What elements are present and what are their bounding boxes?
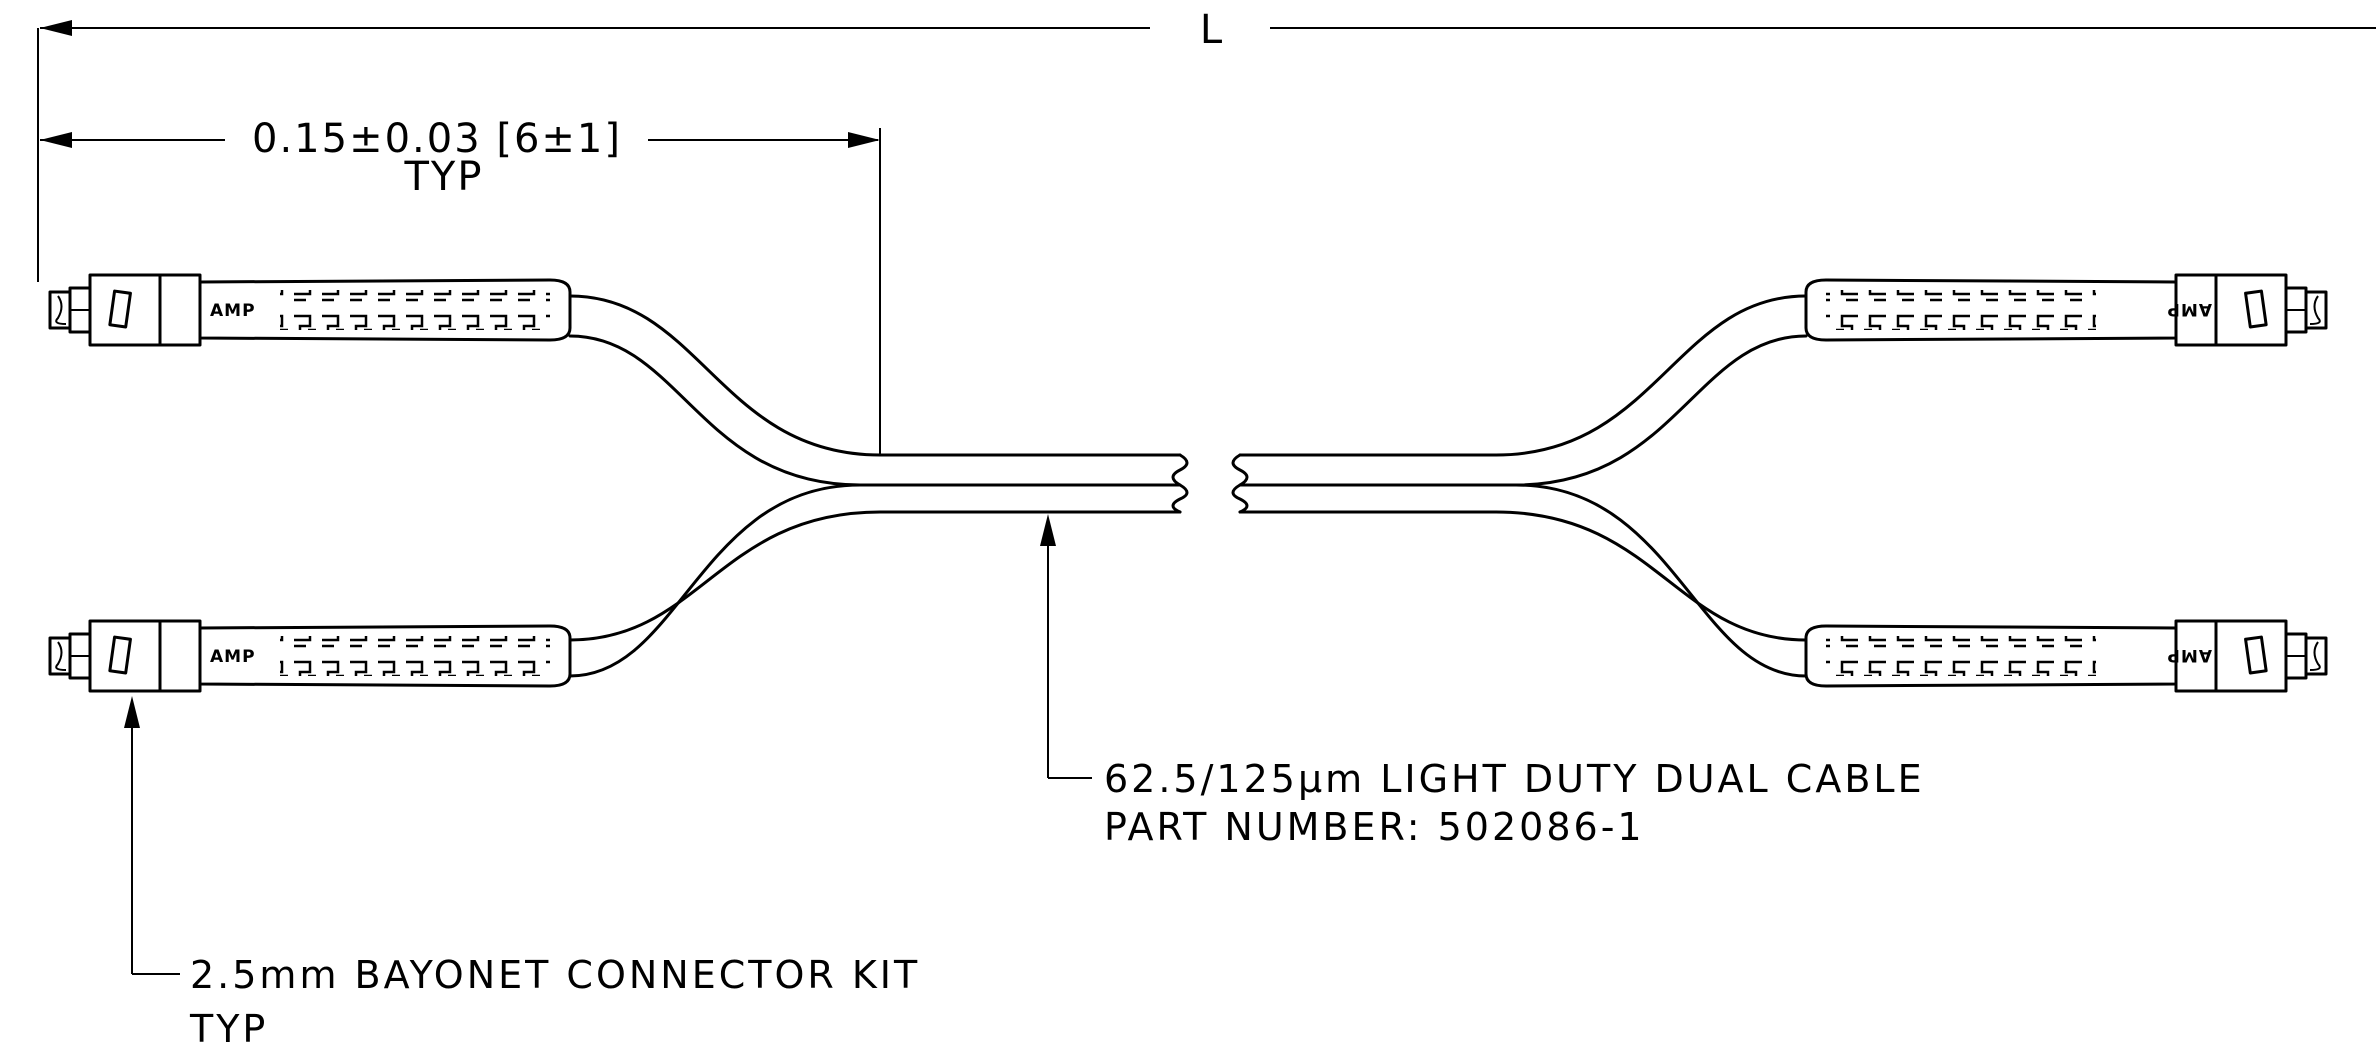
cable-right bbox=[1231, 294, 1808, 678]
connector-callout-line1: 2.5mm BAYONET CONNECTOR KIT bbox=[190, 953, 920, 997]
connector-callout-line2: TYP bbox=[189, 1007, 268, 1048]
breakout-dimension bbox=[40, 128, 881, 455]
connector-top-right: AMP bbox=[1804, 273, 2328, 347]
connector-bottom-left: AMP bbox=[48, 619, 572, 693]
brand-label: AMP bbox=[2166, 645, 2212, 665]
breakout-typ-label: TYP bbox=[404, 154, 484, 200]
cable-callout-line2: PART NUMBER: 502086-1 bbox=[1104, 805, 1645, 849]
brand-label: AMP bbox=[210, 301, 256, 321]
connector-bottom-right: AMP bbox=[1804, 619, 2328, 693]
cable-left bbox=[568, 294, 1189, 678]
connector-callout-leader bbox=[124, 696, 180, 975]
overall-length-label: L bbox=[1200, 7, 1224, 53]
overall-dimension bbox=[37, 20, 2376, 282]
breakout-length-label: 0.15±0.03 [6±1] bbox=[252, 116, 622, 162]
connector-top-left: AMP bbox=[48, 273, 572, 347]
cable-callout-line1: 62.5/125μm LIGHT DUTY DUAL CABLE bbox=[1104, 757, 1925, 801]
brand-label: AMP bbox=[2166, 299, 2212, 319]
brand-label: AMP bbox=[210, 647, 256, 667]
cable-callout-leader bbox=[1040, 514, 1092, 779]
